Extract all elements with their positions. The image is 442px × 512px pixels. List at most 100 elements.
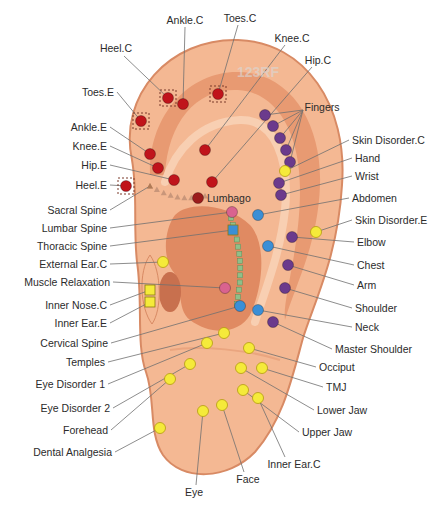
spine-triangle <box>181 195 187 201</box>
acupoint-dot <box>220 283 231 294</box>
acupoint-dot <box>281 145 292 156</box>
point-label: Shoulder <box>355 302 397 314</box>
acupoint-dot <box>268 317 279 328</box>
leader-line <box>108 333 224 362</box>
acupoint-dot <box>165 374 176 385</box>
acupoint-dot <box>275 133 286 144</box>
point-label: Ankle.E <box>71 121 107 133</box>
point-label: Master Shoulder <box>335 343 412 355</box>
spine-triangle <box>168 192 174 198</box>
leader-line <box>292 237 354 242</box>
point-label: Cervical Spine <box>40 337 108 349</box>
acupoint-dot <box>268 121 279 132</box>
spine-square <box>236 244 241 249</box>
point-label: Eye <box>185 486 203 498</box>
leader-line <box>110 230 233 246</box>
leader-line <box>183 27 185 104</box>
leader-line <box>113 282 225 288</box>
leader-line <box>111 306 240 343</box>
leader-line <box>268 246 354 265</box>
acupoint-dot <box>145 149 156 160</box>
spine-square <box>237 251 242 256</box>
acupoint-dot <box>202 338 213 349</box>
acupoint-dot <box>236 363 247 374</box>
acupoint-dot <box>257 363 268 374</box>
point-label: Eye Disorder 1 <box>36 378 105 390</box>
spine-triangle <box>147 183 153 189</box>
point-label: Lower Jaw <box>317 404 367 416</box>
spine-triangle <box>147 183 153 189</box>
leader-line <box>110 127 150 154</box>
point-label: Toes.E <box>82 86 114 98</box>
acupoint-dot <box>227 207 238 218</box>
acupoint-dot <box>200 145 211 156</box>
point-label: Lumbar Spine <box>42 222 107 234</box>
spine-square <box>238 259 243 264</box>
tragus <box>142 255 159 324</box>
acupoint-dot <box>121 181 132 192</box>
acupoint-dot <box>253 393 264 404</box>
leader-line <box>273 322 332 349</box>
acupoint-dot <box>263 241 274 252</box>
acupoint-dot <box>193 193 204 204</box>
point-label: Knee.E <box>73 140 107 152</box>
acupoint-dot <box>217 400 228 411</box>
acupoint-dot <box>163 93 174 104</box>
leader-line <box>108 343 207 384</box>
point-label: Skin Disorder.C <box>352 134 425 146</box>
dashed-frame <box>210 86 226 102</box>
point-label: Muscle Relaxation <box>24 276 110 288</box>
leader-line <box>110 290 150 305</box>
leader-line <box>258 198 349 215</box>
acupoint-dot <box>280 166 291 177</box>
point-label: Elbow <box>357 236 386 248</box>
acupoint-dot <box>235 301 246 312</box>
point-label: Fingers <box>304 101 339 113</box>
point-label: Ankle.C <box>167 14 204 26</box>
point-label: Heel.C <box>100 42 132 54</box>
leader-line <box>222 405 244 472</box>
acupoint-dot <box>280 283 291 294</box>
acupoint-dot <box>153 163 164 174</box>
leader-line <box>124 56 168 98</box>
acupoint-dot <box>253 210 264 221</box>
acupoint-dot <box>287 232 298 243</box>
spine-square <box>236 294 241 299</box>
point-label: Upper Jaw <box>302 426 352 438</box>
leader-line <box>110 212 232 228</box>
acupoint-dot <box>238 385 249 396</box>
spine-triangle <box>161 190 167 196</box>
outer-ear <box>130 40 343 474</box>
dashed-frame <box>118 178 134 194</box>
leader-line <box>258 398 285 457</box>
acupoint-dot <box>276 190 287 201</box>
watermark: 123RF <box>237 66 279 78</box>
point-label: Chest <box>357 259 384 271</box>
point-label: Hand <box>355 152 380 164</box>
point-label: TMJ <box>326 381 346 393</box>
leader-line <box>258 310 352 327</box>
point-square <box>145 285 155 295</box>
acupoint-dot <box>155 423 166 434</box>
point-label: Forehead <box>63 424 108 436</box>
acupoint-dot <box>311 227 322 238</box>
acupoint-dot <box>283 260 294 271</box>
leader-line <box>288 265 354 285</box>
point-label: Hip.E <box>81 159 107 171</box>
point-label: Occiput <box>319 361 355 373</box>
point-label: Wrist <box>355 170 379 182</box>
acupoint-dot <box>198 406 209 417</box>
point-label: Arm <box>357 279 376 291</box>
point-label: Sacral Spine <box>47 204 107 216</box>
ear-canal <box>159 272 181 312</box>
point-square <box>228 225 238 235</box>
point-label: Skin Disorder.E <box>355 214 427 226</box>
acupoint-dot <box>244 343 255 354</box>
acupoint-dot <box>207 177 218 188</box>
concha <box>166 206 262 330</box>
point-label: Neck <box>355 321 379 333</box>
point-label: Inner Nose.C <box>45 299 107 311</box>
dashed-frame <box>160 90 176 106</box>
acupoint-dot <box>253 305 264 316</box>
